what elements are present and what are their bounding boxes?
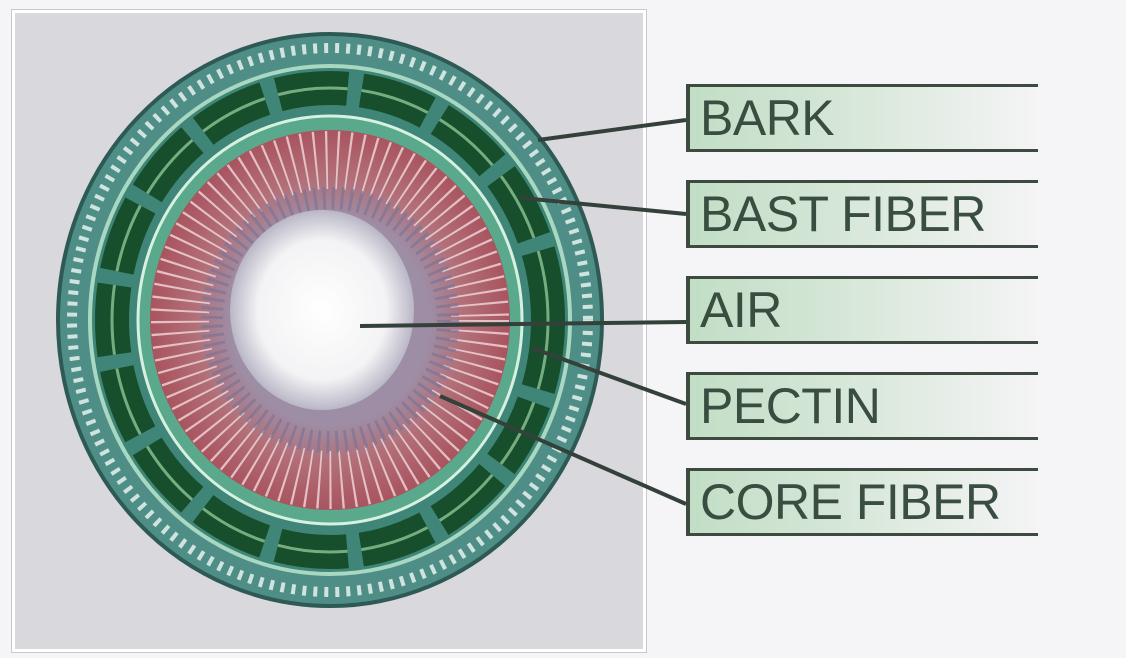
label-air: AIR [686,276,1038,344]
bark-leader-line [538,120,686,140]
label-bark: BARK [686,84,1038,152]
label-bast-fiber-text: BAST FIBER [690,185,986,243]
label-core-fiber-text: CORE FIBER [690,473,1001,531]
label-bast-fiber: BAST FIBER [686,180,1038,248]
air-pith [230,210,414,410]
label-bark-text: BARK [690,89,834,147]
label-pectin: PECTIN [686,372,1038,440]
label-pectin-text: PECTIN [690,377,880,435]
label-air-text: AIR [690,281,782,339]
label-core-fiber: CORE FIBER [686,468,1038,536]
